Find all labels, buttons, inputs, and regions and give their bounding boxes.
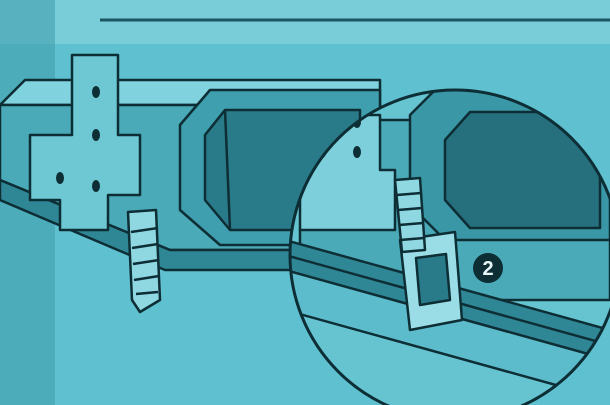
magnified-rail-lower <box>290 268 610 402</box>
hole <box>353 146 361 158</box>
magnified-bolt-threads <box>396 191 425 242</box>
magnifier-ring <box>288 88 610 405</box>
step-badge: 2 <box>473 253 503 283</box>
joist-edge <box>223 109 232 231</box>
magnified-detail <box>290 90 610 405</box>
hanger-plate <box>28 53 142 232</box>
hole <box>56 172 64 184</box>
hole <box>92 129 100 141</box>
step-badge-circle <box>473 253 503 283</box>
hole <box>92 86 100 98</box>
anchor-bolt-threads <box>130 226 160 296</box>
clip-bracket-window <box>414 252 452 307</box>
hole <box>92 180 100 192</box>
hanger-holes <box>56 86 100 192</box>
step-number: 2 <box>482 258 493 280</box>
top-band <box>0 0 610 44</box>
magnified-bolt <box>393 176 427 254</box>
magnified-joist-inner <box>443 110 602 230</box>
anchor-bolt <box>126 208 162 314</box>
